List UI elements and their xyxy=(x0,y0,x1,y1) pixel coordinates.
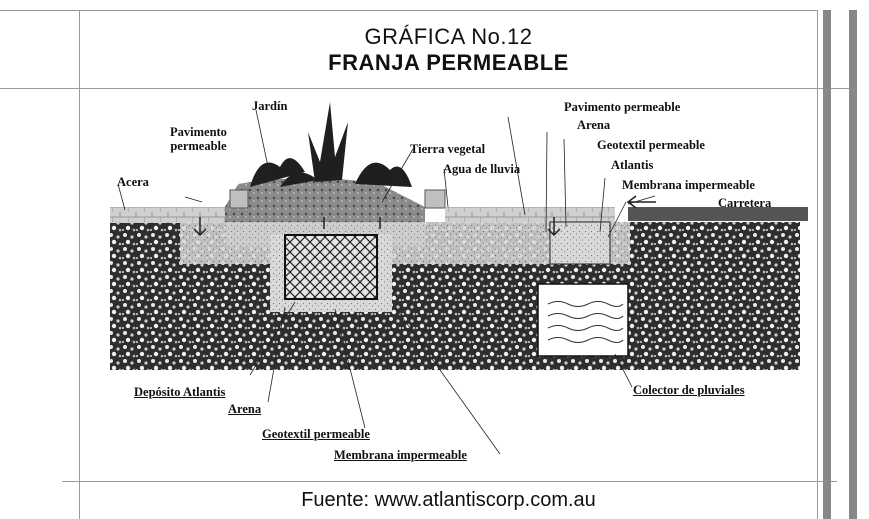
label-membrana-impermeable-bottom: Membrana impermeable xyxy=(334,448,467,462)
curb-left xyxy=(229,189,249,209)
label-membrana-impermeable-right: Membrana impermeable xyxy=(622,178,755,192)
right-gray-bar-2 xyxy=(849,10,857,519)
label-colector-de-pluviales: Colector de pluviales xyxy=(633,383,745,397)
chart-main-title: FRANJA PERMEABLE xyxy=(328,50,569,75)
frame-footer-divider xyxy=(62,481,837,482)
garden-soil-mound xyxy=(225,178,425,207)
frame-top-line xyxy=(0,10,817,11)
label-carretera: Carretera xyxy=(718,196,772,210)
frame-title-divider xyxy=(0,88,850,89)
label-acera: Acera xyxy=(117,175,149,189)
right-pavement-surface xyxy=(445,207,615,223)
label-geotextil-permeable-bottom: Geotextil permeable xyxy=(262,427,370,441)
label-geotextil-permeable-right: Geotextil permeable xyxy=(597,138,705,152)
label-agua-de-lluvia: Agua de lluvia xyxy=(443,162,521,176)
source-caption: Fuente: www.atlantiscorp.com.au xyxy=(301,489,596,511)
label-deposito-atlantis: Depósito Atlantis xyxy=(134,385,226,399)
garden-plants xyxy=(250,102,412,187)
label-pavimento-permeable-right: Pavimento permeable xyxy=(564,100,681,114)
right-atlantis-cell xyxy=(549,221,611,265)
water-flow-arrows xyxy=(193,195,656,237)
frame-left-line xyxy=(79,10,80,519)
atlantis-deposit-box xyxy=(284,234,378,300)
curb-right xyxy=(424,189,446,209)
permeable-strip-diagram xyxy=(110,102,808,455)
collector-water-waves xyxy=(547,301,624,343)
stormwater-collector-box xyxy=(537,283,629,357)
label-arena-bottom: Arena xyxy=(228,402,262,416)
chart-number-title: GRÁFICA No.12 xyxy=(364,24,533,49)
label-atlantis: Atlantis xyxy=(611,158,654,172)
road-surface xyxy=(628,207,808,221)
label-pavimento-permeable-left: Pavimento permeable xyxy=(170,125,227,153)
right-gray-bar-1 xyxy=(823,10,831,519)
label-tierra-vegetal: Tierra vegetal xyxy=(410,142,486,156)
label-leader-lines xyxy=(117,109,656,455)
frame-right-line xyxy=(817,10,818,519)
label-jardin: Jardín xyxy=(252,99,288,113)
label-arena-right: Arena xyxy=(577,118,611,132)
